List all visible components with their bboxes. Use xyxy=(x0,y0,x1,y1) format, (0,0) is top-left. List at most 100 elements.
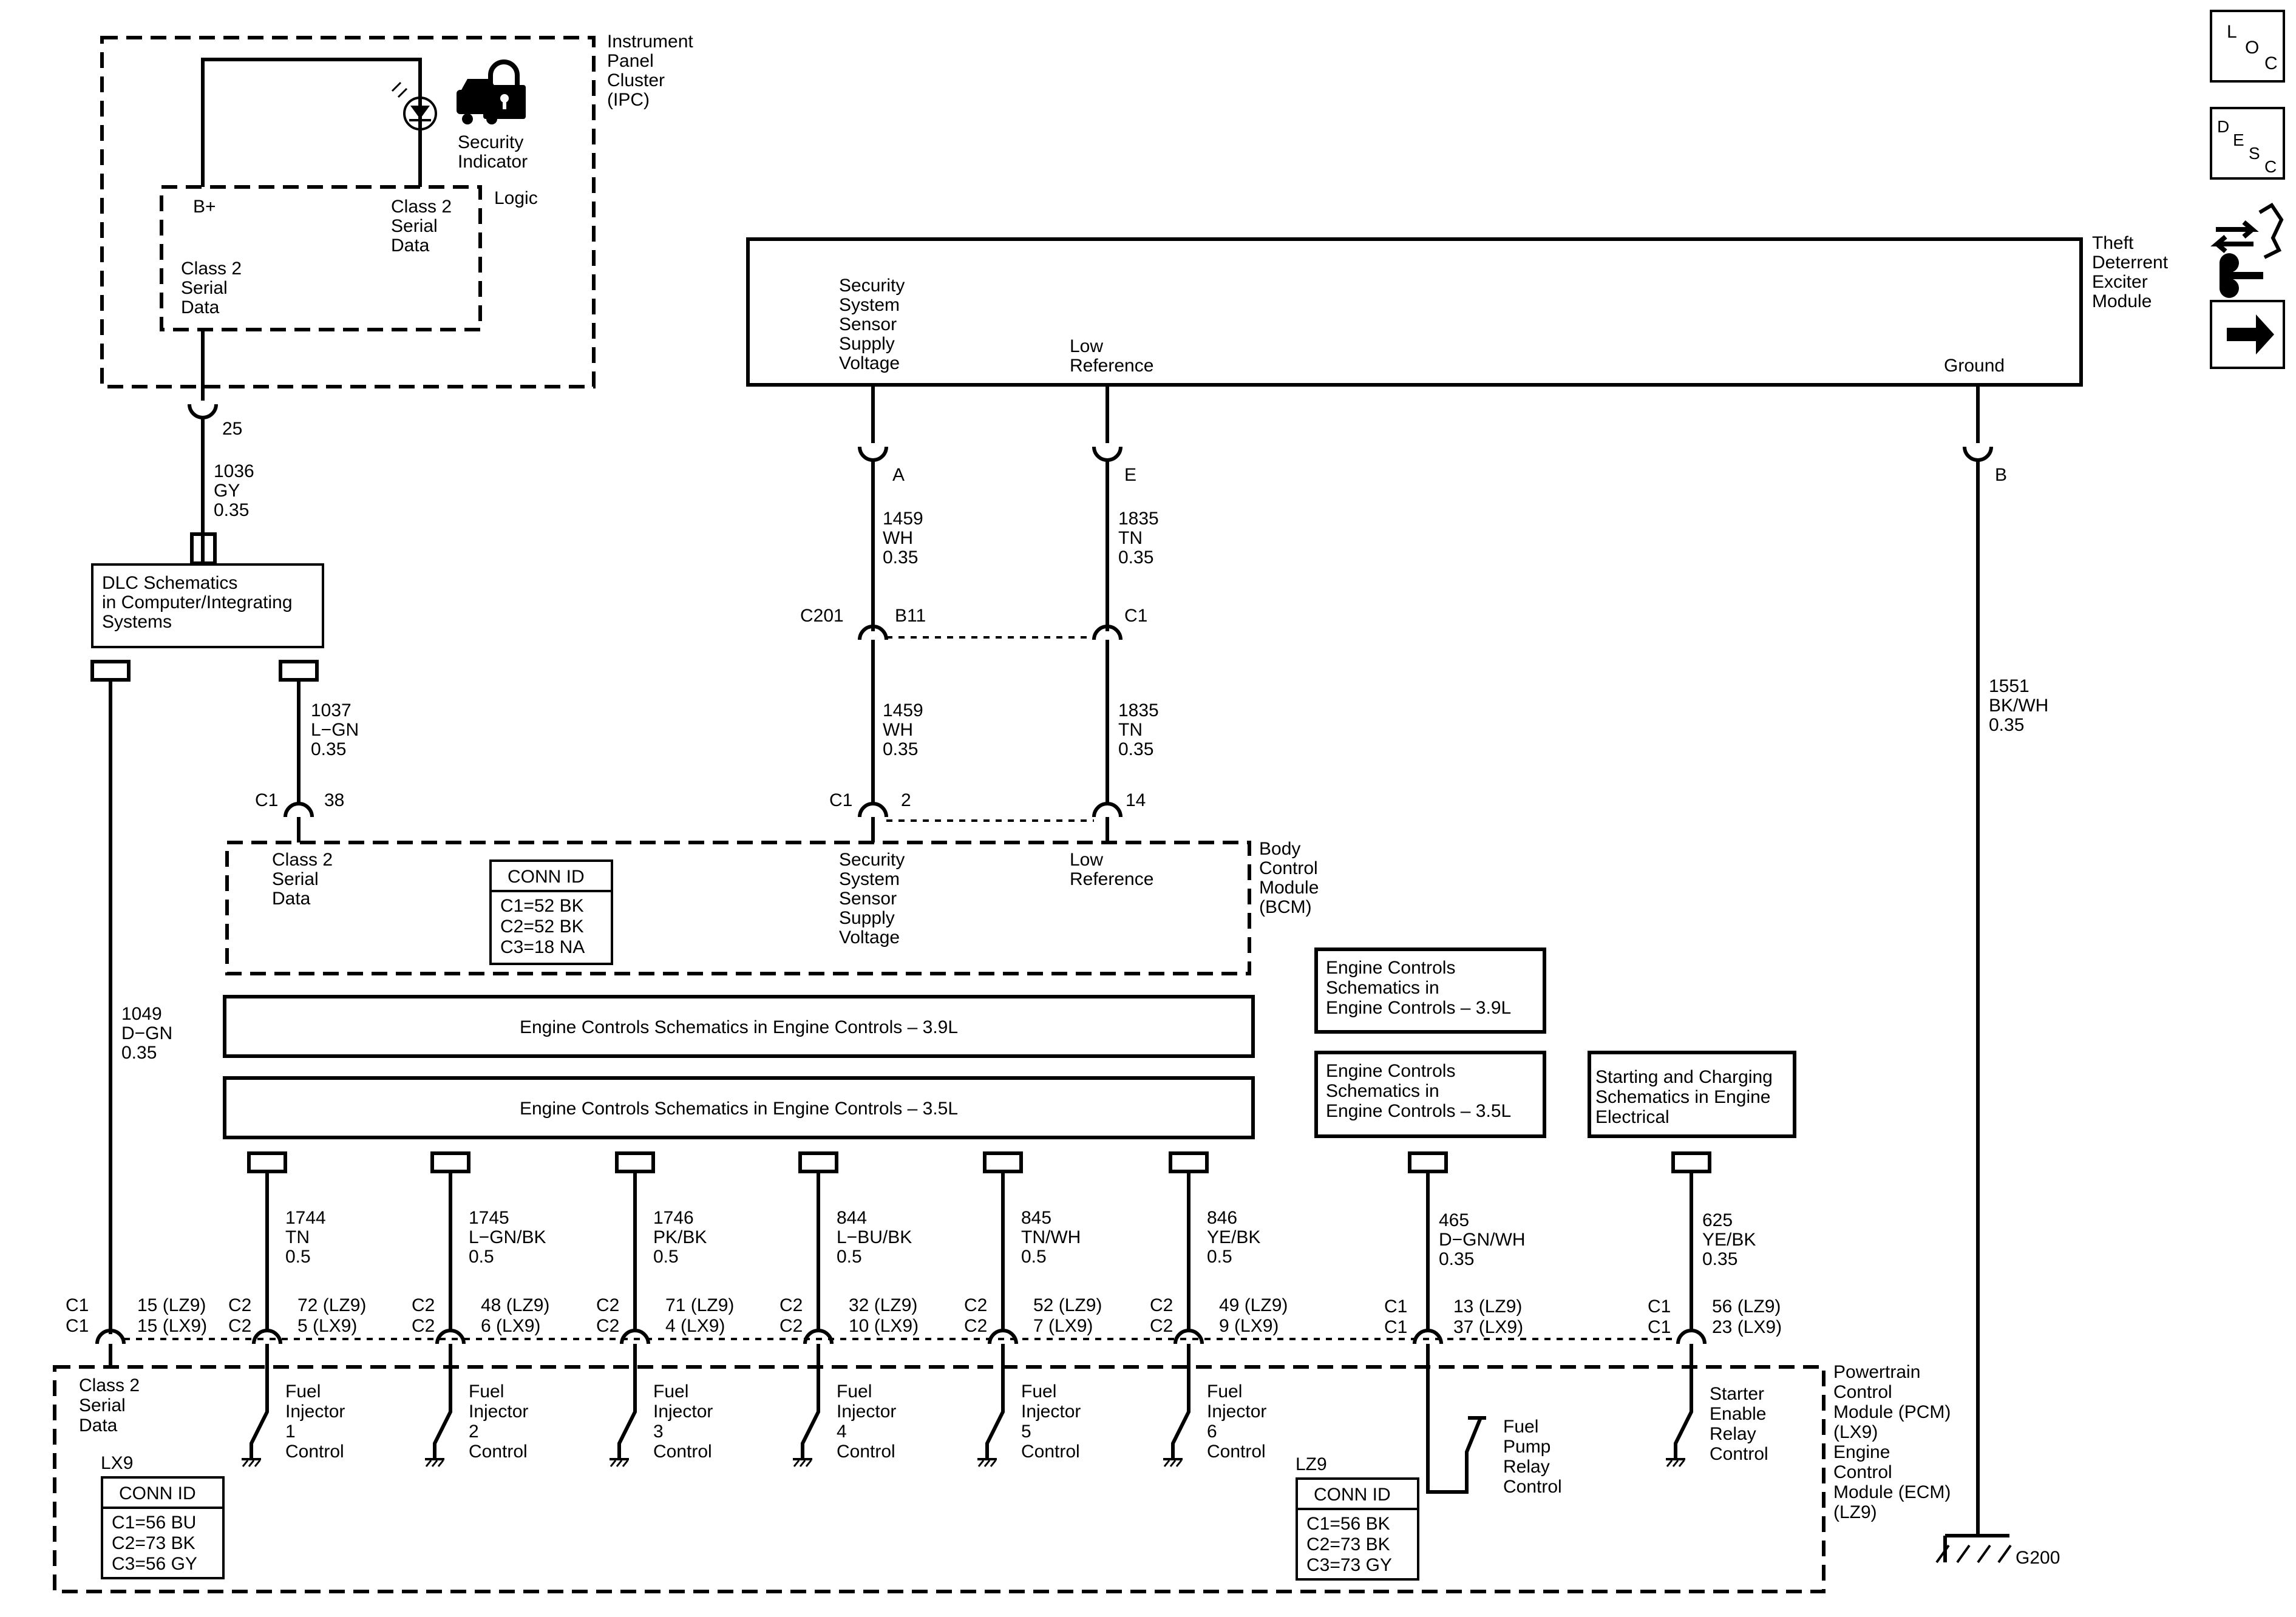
ground-hatch-0 xyxy=(610,1460,617,1467)
loc-icon-frame[interactable] xyxy=(2210,10,2285,83)
fuel-pump-terminal xyxy=(1408,1151,1448,1173)
ground-hatch-2 xyxy=(990,1460,997,1467)
starting-charging-box xyxy=(1588,1051,1796,1138)
wiring-geometry xyxy=(53,10,2285,1593)
dlc-terminal-left xyxy=(90,660,131,682)
ipc-connector-25 xyxy=(188,404,218,419)
tdm-pin-b: B xyxy=(1995,465,2007,485)
ground-hatch-0 xyxy=(425,1460,432,1467)
injector-6-switch xyxy=(1171,1344,1190,1459)
bcm-conn-c1-b: C1 xyxy=(829,790,852,810)
ipc-module-box xyxy=(100,36,596,388)
c201-connector-c1 xyxy=(1092,625,1123,640)
lx9-tag: LX9 xyxy=(101,1453,133,1473)
engine-controls-35-text: Engine Controls Schematics in Engine Con… xyxy=(520,1099,958,1119)
connector-repair-icon[interactable] xyxy=(2210,202,2284,298)
ipc-pin-25: 25 xyxy=(222,419,242,439)
bcm-module-box xyxy=(225,841,1251,975)
c201-connector-b11 xyxy=(858,625,888,640)
engine-controls-35-box xyxy=(223,1076,1255,1139)
injector-1-terminal xyxy=(247,1151,287,1173)
injector-1-switch xyxy=(250,1344,269,1459)
engine-controls-39-box xyxy=(223,995,1255,1058)
class2-pcm-pins-label: 15 (LZ9)15 (LX9) xyxy=(137,1295,207,1336)
desc-icon-frame[interactable] xyxy=(2210,107,2285,180)
injector-6-ground-icon xyxy=(1163,1458,1183,1467)
injector-1-ground-icon xyxy=(242,1458,261,1467)
injector-6-terminal xyxy=(1169,1151,1209,1173)
bcm-conn-id-title: CONN ID xyxy=(508,867,585,887)
starter-ground-icon xyxy=(1666,1458,1685,1467)
ground-hatch-0 xyxy=(242,1460,249,1467)
pcm-connector-class2 xyxy=(95,1329,126,1344)
tdm-connector-a xyxy=(858,446,888,462)
injector-3-switch xyxy=(617,1344,637,1459)
bcm-connector-14 xyxy=(1092,802,1123,818)
engine-controls-39-small-box xyxy=(1314,947,1546,1034)
ground-hatch-2 xyxy=(437,1460,444,1467)
desc-icon[interactable]: D E S C xyxy=(2217,117,2277,176)
ipc-bplus-label: B+ xyxy=(193,197,216,217)
svg-text:L: L xyxy=(2227,22,2237,42)
lx9-conn-id-title: CONN ID xyxy=(119,1483,196,1503)
next-arrow-icon[interactable] xyxy=(2227,314,2274,354)
injector-4-terminal xyxy=(798,1151,838,1173)
fuel-pump-relay-switch xyxy=(1426,1344,1482,1494)
c201-pin-b11: B11 xyxy=(895,606,926,626)
bcm-connector-2 xyxy=(858,802,888,818)
svg-text:D: D xyxy=(2217,117,2229,136)
tdm-pin-e: E xyxy=(1124,465,1136,485)
injector-1-pins-label: 72 (LZ9)5 (LX9) xyxy=(297,1295,366,1336)
injector-3-terminal xyxy=(615,1151,655,1173)
injector-5-pins-label: 52 (LZ9)7 (LX9) xyxy=(1033,1295,1102,1336)
injector-2-pins-label: 48 (LZ9)6 (LX9) xyxy=(481,1295,549,1336)
tdm-module-box xyxy=(746,237,2083,387)
ipc-indicator-loop xyxy=(201,58,422,187)
engine-controls-39-text: Engine Controls Schematics in Engine Con… xyxy=(520,1017,958,1037)
loc-icon[interactable]: L O C xyxy=(2227,22,2278,73)
svg-text:C: C xyxy=(2264,53,2278,73)
next-arrow-frame[interactable] xyxy=(2210,300,2285,369)
injector-5-switch xyxy=(985,1344,1005,1459)
lz9-conn-id-box xyxy=(1296,1477,1419,1581)
injector-2-ground-icon xyxy=(425,1458,444,1467)
c201-pin-c1: C1 xyxy=(1124,606,1147,626)
bcm-conn-id-box xyxy=(489,859,613,965)
